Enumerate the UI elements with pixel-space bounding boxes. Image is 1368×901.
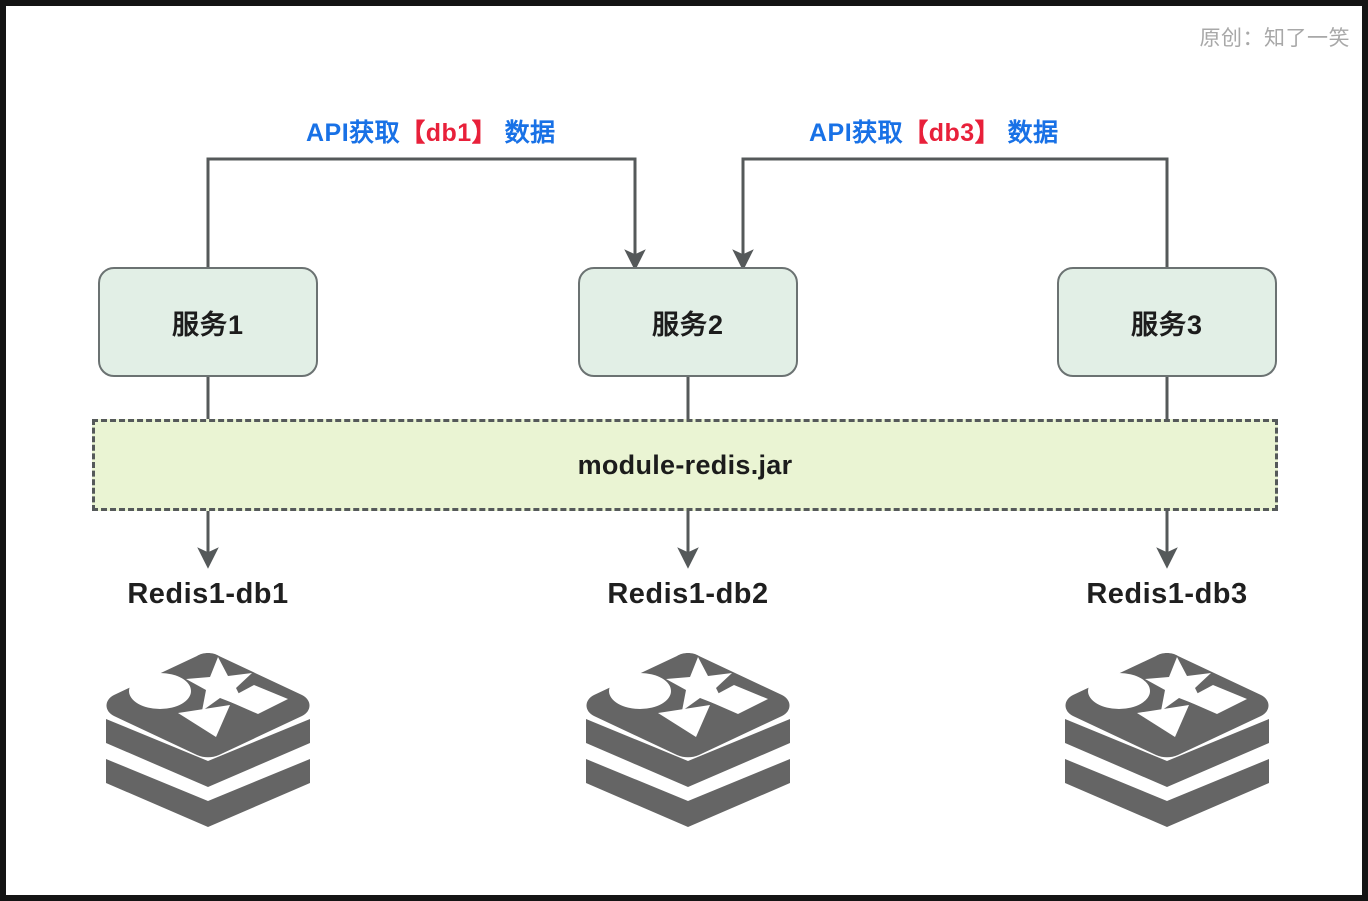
module-redis-jar-label: module-redis.jar [577, 449, 793, 480]
api-label-db3-db: 【db3】 [903, 119, 1001, 147]
module-redis-jar-box[interactable]: module-redis.jar [92, 419, 1278, 511]
redis-logo-icon-db2 [586, 653, 790, 827]
api-label-db3-prefix: API获取 [809, 119, 904, 147]
service-box-3[interactable]: 服务3 [1057, 267, 1277, 377]
api-label-db3-suffix: 数据 [1007, 119, 1059, 147]
redis-logo-icon-db3 [1065, 653, 1269, 827]
redis-label-db1: Redis1-db1 [127, 578, 289, 610]
redis-logo-icon-db1 [106, 653, 310, 827]
api-label-db1-prefix: API获取 [306, 119, 401, 147]
api-label-db1-db: 【db1】 [400, 119, 498, 147]
api-label-db1-suffix: 数据 [504, 119, 556, 147]
diagram-inner-area: 原创：知了一笑 API获取【db1】 数据 API获取【db3】 数据 [6, 6, 1362, 895]
redis-label-db3: Redis1-db3 [1086, 578, 1248, 610]
service-box-1-label: 服务1 [171, 309, 245, 340]
service-box-1[interactable]: 服务1 [98, 267, 318, 377]
wire-service3-to-service2 [732, 157, 1169, 271]
service-box-2[interactable]: 服务2 [578, 267, 798, 377]
redis-label-db2: Redis1-db2 [607, 578, 769, 610]
api-label-db3: API获取【db3】 数据 [809, 113, 1059, 149]
service-box-3-label: 服务3 [1130, 309, 1204, 340]
watermark-text: 原创：知了一笑 [1199, 27, 1350, 50]
api-label-db1: API获取【db1】 数据 [306, 113, 556, 149]
wire-service1-to-service2 [206, 157, 646, 271]
service-box-2-label: 服务2 [651, 309, 725, 340]
